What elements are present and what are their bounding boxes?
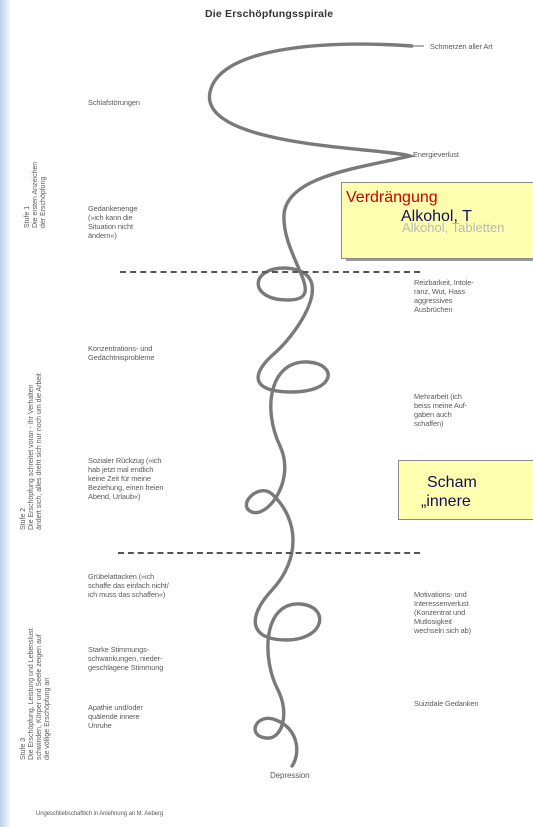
callout-scham-title: Scham (399, 473, 533, 492)
label-konzentration: Konzentrations- und Gedächtnisprobleme (88, 344, 154, 362)
label-energieverlust: Energieverlust (413, 150, 459, 159)
label-schlafstoerungen: Schlafstörungen (88, 98, 140, 107)
stage-3-label: Stufe 3 Die Erschöpfung, Leistung und Le… (20, 560, 52, 760)
label-depression: Depression (270, 771, 309, 780)
stage-1-label: Stufe 1 Die ersten Anzeichen der Erschöp… (24, 98, 48, 228)
label-reizbarkeit: Reizbarkeit, Intole- ranz, Wut, Hass agg… (414, 278, 474, 314)
label-schmerzen: Schmerzen aller Art (430, 42, 493, 51)
label-motivation: Motivations- und Interessenverlust (Konz… (414, 590, 471, 635)
label-gruebelattacken: Grübelattacken (»ich schaffe das einfach… (88, 572, 169, 599)
label-mehrarbeit: Mehrarbeit (ich beiss meine Auf- gaben a… (414, 392, 467, 428)
label-gedankenenge: Gedankenenge (»ich kann die Situation ni… (88, 204, 137, 240)
label-apathie: Apathie und/oder quälende innere Unruhe (88, 703, 143, 730)
callout-verdraengung-under: Alkohol, Tabletten (342, 222, 533, 234)
label-rueckzug: Sozialer Rückzug (»ich hab jetzt mal end… (88, 456, 163, 501)
stage-divider-2 (118, 552, 420, 554)
label-stimmung: Starke Stimmungs- schwankungen, nieder- … (88, 645, 163, 672)
spiral-curve (209, 44, 412, 766)
callout-scham-subtitle: „innere (399, 492, 533, 511)
callout-verdraengung-title: Verdrängung (342, 188, 533, 207)
stage-2-label: Stufe 2 Die Erschöpfung schreitet voran … (20, 300, 44, 530)
callout-scham: Scham „innere (398, 460, 533, 520)
stage-divider-1 (120, 271, 420, 273)
label-suizidal: Suizidale Gedanken (414, 699, 478, 708)
footer-source: Ungeschliebschaftlich in Anlehnung an M.… (36, 810, 163, 819)
callout-verdraengung: Verdrängung Alkohol, T Alkohol, Tablette… (341, 182, 533, 259)
